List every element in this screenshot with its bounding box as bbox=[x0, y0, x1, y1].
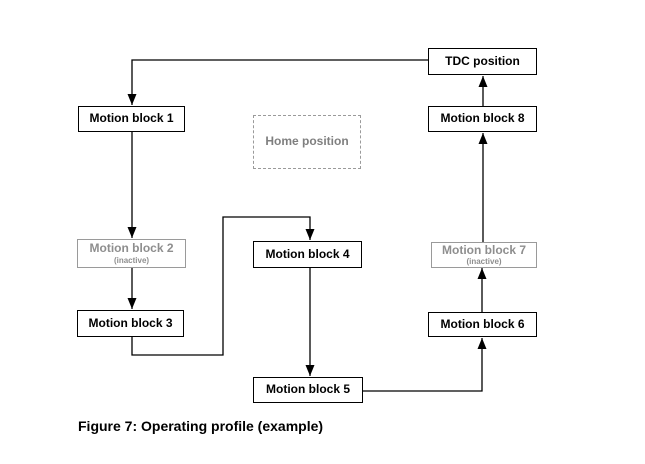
node-label: Motion block 4 bbox=[265, 246, 350, 261]
node-motion-block-2: Motion block 2 (inactive) bbox=[77, 239, 186, 268]
edge-mb5-to-mb6 bbox=[363, 338, 487, 392]
node-motion-block-8: Motion block 8 bbox=[428, 106, 537, 132]
edge-tdc-to-mb1 bbox=[127, 59, 428, 105]
node-label: Motion block 8 bbox=[440, 111, 525, 126]
node-label: Home position bbox=[265, 134, 349, 149]
node-motion-block-1: Motion block 1 bbox=[78, 106, 185, 132]
node-label: Motion block 6 bbox=[440, 316, 525, 331]
node-motion-block-5: Motion block 5 bbox=[253, 377, 363, 403]
node-label: Motion block 2 bbox=[89, 241, 174, 256]
node-label: TDC position bbox=[445, 53, 520, 68]
node-home-position: Home position bbox=[253, 115, 361, 169]
node-label: Motion block 5 bbox=[266, 382, 350, 397]
node-sublabel: (inactive) bbox=[113, 255, 150, 265]
node-motion-block-4: Motion block 4 bbox=[253, 241, 362, 268]
edge-mb3-to-mb4 bbox=[131, 216, 315, 356]
node-motion-block-6: Motion block 6 bbox=[428, 312, 537, 337]
figure-caption: Figure 7: Operating profile (example) bbox=[78, 418, 324, 434]
node-label: Motion block 3 bbox=[88, 315, 173, 330]
node-label: Motion block 7 bbox=[442, 242, 526, 257]
node-tdc-position: TDC position bbox=[428, 48, 537, 75]
node-sublabel: (inactive) bbox=[466, 257, 502, 267]
node-motion-block-7: Motion block 7 (inactive) bbox=[431, 242, 537, 268]
node-motion-block-3: Motion block 3 bbox=[77, 310, 184, 337]
node-label: Motion block 1 bbox=[89, 111, 174, 126]
